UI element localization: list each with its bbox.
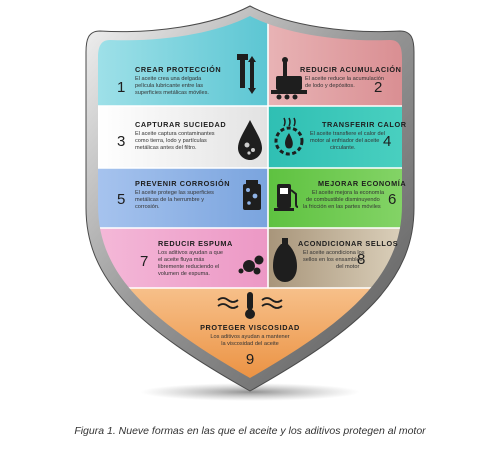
panel-6-line-3: la fricción en las partes móviles <box>303 204 381 210</box>
figure-caption: Figura 1. Nueve formas en las que el ace… <box>74 425 426 437</box>
panel-8-title: ACONDICIONAR SELLOS <box>298 239 398 248</box>
seal-icon <box>273 238 297 282</box>
piston-icon <box>237 54 256 94</box>
panel-4-number: 4 <box>383 133 391 150</box>
panel-7-line-1: Los aditivos ayudan a que <box>158 250 223 256</box>
panel-8-line-1: El aceite acondiciona los <box>303 250 365 256</box>
foam-bubbles-icon <box>238 255 264 275</box>
panel-2-line-2: de lodo y depósitos. <box>305 83 355 89</box>
panel-1-line-1: El aceite crea una delgada <box>135 76 202 82</box>
panel-9-line-1: Los aditivos ayudan a mantener <box>210 334 289 340</box>
panel-2-title: REDUCIR ACUMULACIÓN <box>300 65 402 74</box>
panel-7-line-4: volumen de espuma. <box>158 271 210 277</box>
oil-drop-icon <box>238 120 262 160</box>
panel-7-bg <box>98 228 268 288</box>
panel-3-title: CAPTURAR SUCIEDAD <box>135 120 226 129</box>
thermometer-icon <box>217 292 283 319</box>
panel-1-number: 1 <box>117 79 125 96</box>
heat-gear-icon <box>274 117 304 156</box>
corrosion-shield-icon <box>243 180 261 210</box>
panel-3-number: 3 <box>117 133 125 150</box>
panel-3-line-3: metálicas antes del filtro. <box>135 145 197 151</box>
panel-8-line-2: sellos en los ensambles <box>303 257 363 263</box>
panel-4-line-2: motor al enfriador del aceite <box>310 138 379 144</box>
panel-3-line-2: como tierra, lodo y partículas <box>135 138 207 144</box>
engine-block-icon <box>271 57 307 100</box>
panel-6-number: 6 <box>388 191 396 208</box>
panel-1-title: CREAR PROTECCIÓN <box>135 65 221 74</box>
panel-5-bg <box>98 168 268 228</box>
panel-9-line-2: la viscosidad del aceite <box>221 341 279 347</box>
panel-6-line-1: El aceite mejora la economía <box>312 190 385 196</box>
panel-9-number: 9 <box>246 351 254 368</box>
panel-6-title: MEJORAR ECONOMÍA <box>318 179 406 188</box>
panel-8-number: 8 <box>357 251 365 268</box>
panel-2-line-1: El aceite reduce la acumulación <box>305 76 384 82</box>
panel-8-line-3: del motor <box>336 264 359 270</box>
panel-1-line-3: superficies metálicas móviles. <box>135 90 209 96</box>
panel-5-line-1: El aceite protege las superficies <box>135 190 214 196</box>
panel-dividers <box>98 16 402 289</box>
panel-5-line-3: corrosión. <box>135 204 160 210</box>
shield-shadow <box>140 383 360 401</box>
panel-4-title: TRANSFERIR CALOR <box>322 120 407 129</box>
panel-6-line-2: de combustible disminuyendo <box>306 197 380 203</box>
fuel-pump-icon <box>274 184 299 211</box>
panel-3-line-1: El aceite captura contaminantes <box>135 131 215 137</box>
panel-7-line-2: el aceite fluya más <box>158 257 205 263</box>
panel-9-title: PROTEGER VISCOSIDAD <box>200 323 300 332</box>
panel-7-title: REDUCIR ESPUMA <box>158 239 233 248</box>
panel-4-line-1: El aceite transfiere el calor del <box>310 131 385 137</box>
panel-1-line-2: película lubricante entre las <box>135 83 203 89</box>
panel-4-line-3: circulante. <box>330 145 356 151</box>
panel-5-title: PREVENIR CORROSIÓN <box>135 179 230 188</box>
panel-5-line-2: metálicas de la herrumbre y <box>135 197 204 203</box>
panel-7-line-3: libremente reduciendo el <box>158 264 219 270</box>
panel-5-number: 5 <box>117 191 125 208</box>
panel-7-number: 7 <box>140 253 148 270</box>
panel-3-bg <box>98 106 268 168</box>
panel-2-number: 2 <box>374 79 382 96</box>
